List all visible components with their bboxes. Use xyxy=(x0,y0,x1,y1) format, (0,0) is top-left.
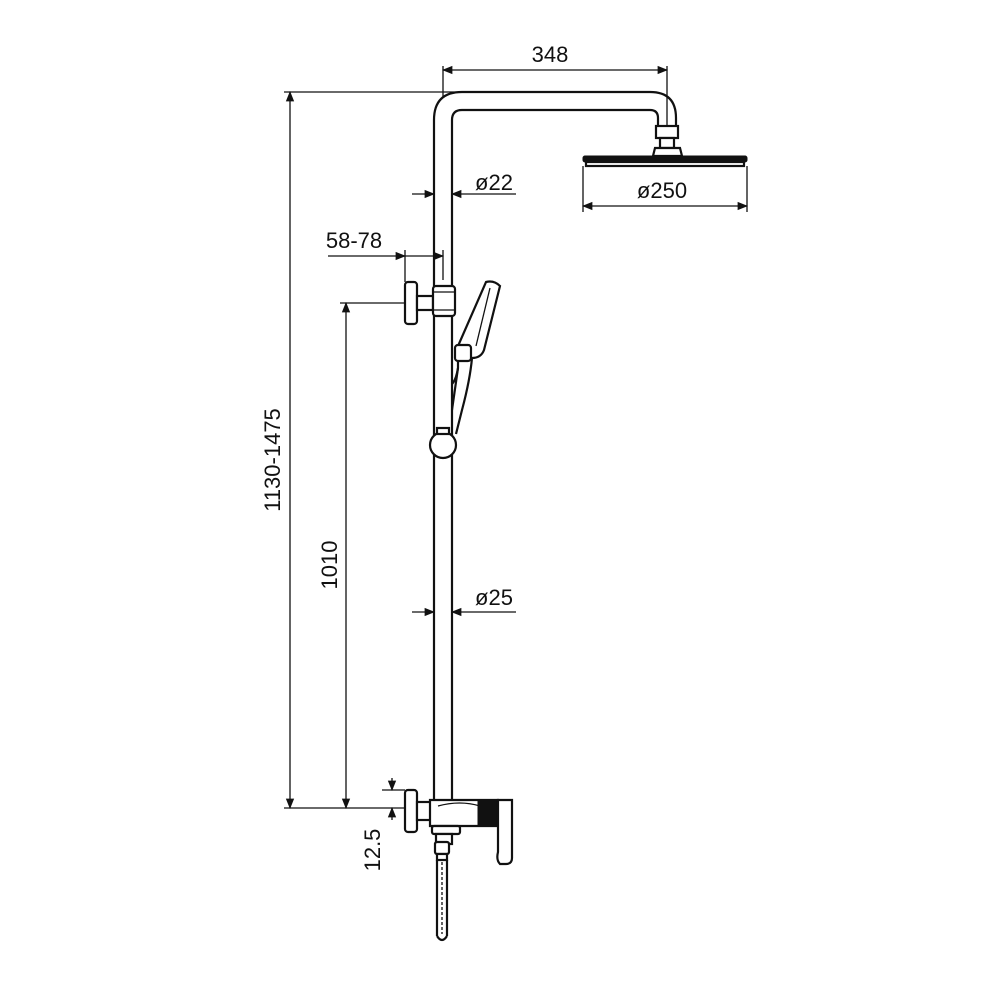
arm-nut xyxy=(658,136,676,150)
shower-column xyxy=(403,90,748,942)
label-head-diameter: ø250 xyxy=(637,178,687,203)
label-arm-width: 348 xyxy=(532,42,569,67)
dimension-labels: 348 ø22 ø250 58-78 1130-1475 1010 ø25 12… xyxy=(260,42,687,871)
shower-hose xyxy=(433,840,451,942)
upper-wall-bracket xyxy=(403,280,457,326)
label-mixer-to-bracket: 1010 xyxy=(317,541,342,590)
thermostatic-mixer xyxy=(403,788,514,866)
label-mixer-offset: 12.5 xyxy=(360,829,385,872)
slide-holder xyxy=(428,430,458,460)
dimension-lines xyxy=(284,65,749,820)
hand-shower xyxy=(450,280,502,435)
label-main-pipe-diameter: ø25 xyxy=(475,585,513,610)
label-total-height: 1130-1475 xyxy=(260,408,285,512)
arm-connector xyxy=(654,124,680,140)
label-wall-bracket-offset: 58-78 xyxy=(326,228,382,253)
rain-shower-head xyxy=(582,146,748,168)
label-top-pipe-diameter: ø22 xyxy=(475,170,513,195)
